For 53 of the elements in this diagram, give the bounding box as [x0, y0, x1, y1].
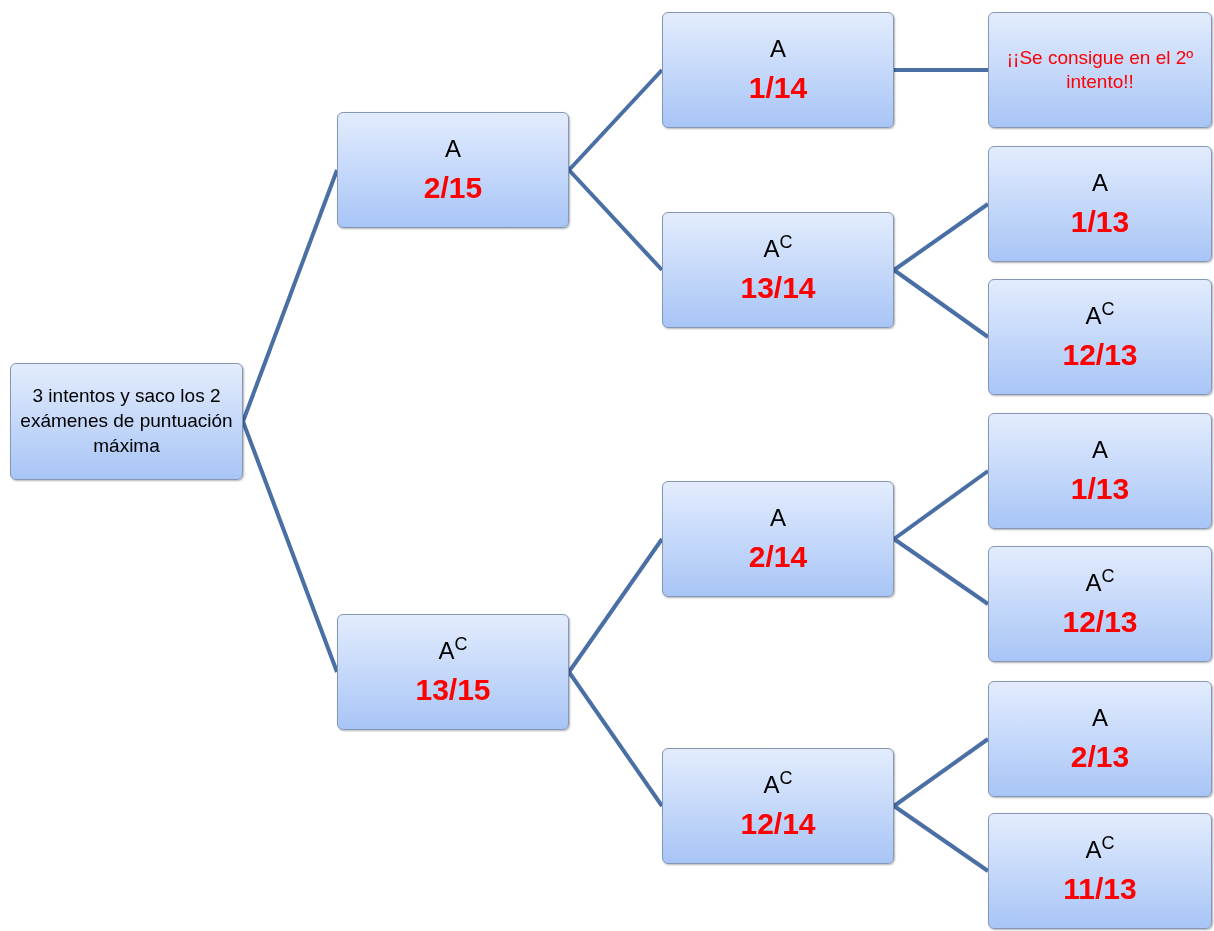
probability-value: 13/14 — [740, 273, 816, 303]
probability-box — [988, 146, 1212, 262]
probability-value: 2/13 — [1070, 742, 1130, 772]
probability-box — [662, 748, 894, 864]
probability-value: 12/13 — [1062, 340, 1138, 370]
probability-value: 1/13 — [1070, 474, 1130, 504]
probability-box — [988, 279, 1212, 395]
probability-box — [662, 12, 894, 128]
probability-box — [662, 481, 894, 597]
event-label: A$^{C}$ — [763, 773, 793, 797]
branch-line — [892, 469, 990, 541]
branch-line — [892, 202, 990, 272]
branch-line — [892, 537, 990, 606]
probability-value: 12/13 — [1062, 607, 1138, 637]
event-label: A — [1092, 706, 1108, 730]
branch-line — [892, 737, 990, 808]
event-label: 3 intentos y saco los 2 exámenes de puntuación máxima — [19, 384, 234, 458]
event-label: A — [1092, 438, 1108, 462]
event-label: A — [445, 137, 461, 161]
event-label: A$^{C}$ — [1085, 304, 1115, 328]
event-label: A$^{C}$ — [763, 237, 793, 261]
probability-box — [988, 681, 1212, 797]
probability-box — [10, 363, 243, 480]
probability-box — [988, 413, 1212, 529]
probability-value: 12/14 — [740, 809, 816, 839]
probability-box — [988, 813, 1212, 929]
probability-value: 1/14 — [748, 73, 808, 103]
branch-line — [892, 804, 990, 873]
probability-value: 2/14 — [748, 542, 808, 572]
branch-line — [567, 537, 664, 674]
event-label: A — [1092, 171, 1108, 195]
branch-line — [894, 68, 988, 72]
probability-value: 2/15 — [423, 173, 483, 203]
probability-box — [337, 112, 569, 228]
probability-value: 1/13 — [1070, 207, 1130, 237]
event-label: A$^{C}$ — [1085, 571, 1115, 595]
probability-box — [662, 212, 894, 328]
branch-line — [567, 670, 664, 808]
event-label: A$^{C}$ — [1085, 838, 1115, 862]
event-label: A — [770, 506, 786, 530]
probability-box — [988, 546, 1212, 662]
branch-line — [567, 168, 664, 272]
probability-value: 13/15 — [415, 675, 491, 705]
event-label: A$^{C}$ — [438, 639, 468, 663]
probability-box — [988, 12, 1212, 128]
branch-line — [241, 420, 339, 673]
probability-value: 11/13 — [1063, 874, 1137, 904]
branch-line — [567, 68, 664, 172]
event-label: ¡¡Se consigue en el 2º intento!! — [1005, 46, 1195, 94]
event-label: A — [770, 37, 786, 61]
probability-box — [337, 614, 569, 730]
branch-line — [892, 268, 990, 339]
branch-line — [241, 169, 339, 423]
